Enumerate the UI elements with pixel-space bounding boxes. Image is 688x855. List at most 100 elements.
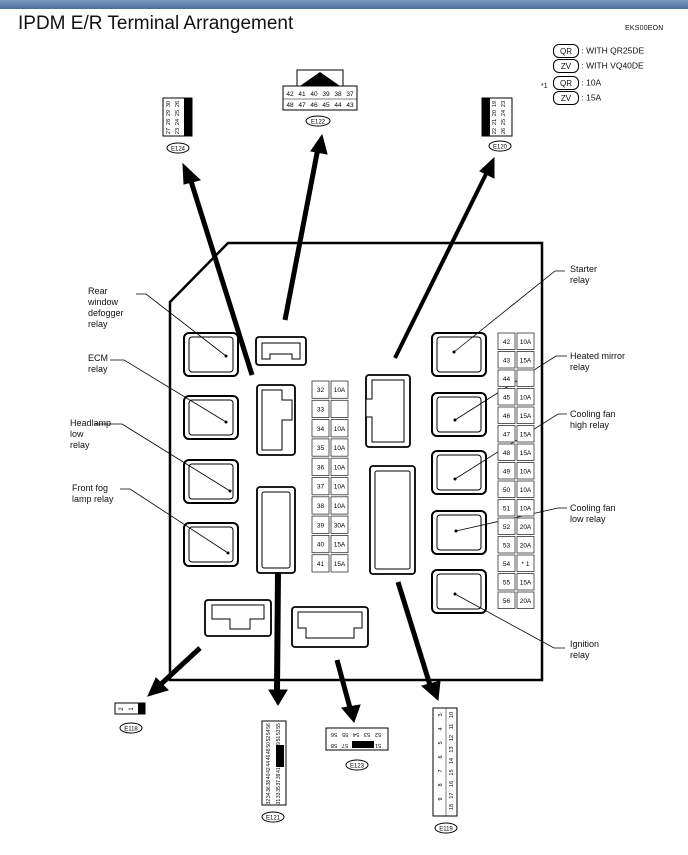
legend-text: : WITH VQ40DE [581,60,644,71]
fuse-amperage: 10A [334,426,346,433]
fuse-number-cell [497,480,516,498]
fuse-amperage: 10A [520,487,532,494]
fuse-number: 47 [503,431,511,438]
fuse-number-cell [497,591,516,609]
fuse-amp-cell [516,536,535,554]
fuse-amperage: 10A [520,468,532,475]
svg-text:56: 56 [266,723,272,729]
svg-text:24: 24 [501,110,507,116]
svg-text:55: 55 [276,723,282,729]
fuse-amp-cell [330,380,349,399]
svg-text:3: 3 [438,713,444,716]
svg-text:9: 9 [438,797,444,800]
svg-text:1: 1 [129,707,135,711]
fuse-amp-cell [330,496,349,515]
fuse-amp-cell [516,480,535,498]
legend-item-zv: ZV : WITH VQ40DE [553,59,644,73]
svg-text:43: 43 [276,761,282,767]
fuse-amperage: 30A [334,522,346,529]
fuse-number-cell [311,554,330,573]
svg-text:30: 30 [166,101,172,107]
svg-text:51: 51 [375,742,381,748]
fuse-number-cell [497,462,516,480]
svg-text:17: 17 [449,792,455,798]
svg-text:47: 47 [298,102,306,109]
fuse-number-cell [497,554,516,572]
svg-text:26: 26 [501,128,507,134]
svg-text:7: 7 [438,769,444,772]
svg-text:54: 54 [353,731,359,737]
header-bar [0,0,688,9]
fuse-amperage: 15A [520,450,532,457]
svg-text:14: 14 [449,758,455,764]
fuse-amperage: 15A [334,561,346,568]
fuse-amperage: 15A [334,542,346,549]
svg-text:4: 4 [438,727,444,730]
svg-text:39: 39 [276,773,282,779]
fuse-amp-cell [330,515,349,534]
e122-id: E122 [311,120,326,126]
zv-tag-icon: ZV [553,91,579,105]
fuse-number: 50 [503,487,511,494]
svg-text:23: 23 [501,101,507,107]
fuse-amp-cell [516,332,535,350]
svg-text:37: 37 [346,91,354,98]
fuse-amperage: * 1 [522,561,530,568]
fuse-number: 35 [317,445,325,452]
e124-id: E124 [171,147,186,153]
svg-text:49: 49 [276,742,282,748]
svg-text:54: 54 [266,729,272,735]
fuse-number-cell [497,573,516,591]
fuse-amp-cell [330,399,349,418]
svg-text:50: 50 [266,742,272,748]
ipdm-outline [168,241,544,682]
fuse-number: 56 [503,598,511,605]
svg-text:37: 37 [276,780,282,786]
svg-text:57: 57 [342,742,348,748]
fuse-number: 38 [317,503,325,510]
fuse-amperage: 15A [520,431,532,438]
svg-text:6: 6 [438,755,444,758]
fuse-amp-cell [516,369,535,387]
fuse-amp-cell [516,554,535,572]
page-title: IPDM E/R Terminal Arrangement [18,13,294,34]
svg-text:46: 46 [310,102,318,109]
fuse-number: 37 [317,484,325,491]
fuse-amperage: 20A [520,598,532,605]
qr-tag-icon: QR [553,44,579,58]
fuse-number-cell [311,496,330,515]
fuse-amp-cell [330,477,349,496]
fuse-number: 45 [503,394,511,401]
fuse-amperage: 10A [334,445,346,452]
relay-boxes-right [431,332,487,614]
svg-text:29: 29 [166,110,172,116]
fuse-amperage: 20A [520,524,532,531]
svg-text:38: 38 [266,780,272,786]
fuse-number-cell [311,477,330,496]
connector-e118: 2 1 E118 [114,702,146,734]
svg-text:25: 25 [175,110,181,116]
fuse-number: 55 [503,579,511,586]
fuse-amp-cell [516,591,535,609]
svg-text:13: 13 [449,746,455,752]
fuse-number: 36 [317,464,325,471]
fuse-amp-cell [516,425,535,443]
fuse-amperage: 10A [520,339,532,346]
svg-text:10: 10 [449,712,455,718]
fuse-number-cell [497,332,516,350]
fuse-amperage: 10A [334,503,346,510]
fuse-number: 53 [503,542,511,549]
svg-text:21: 21 [492,119,498,125]
fuse-number: 40 [317,542,325,549]
svg-text:53: 53 [364,731,370,737]
fuse-number-cell [311,399,330,418]
